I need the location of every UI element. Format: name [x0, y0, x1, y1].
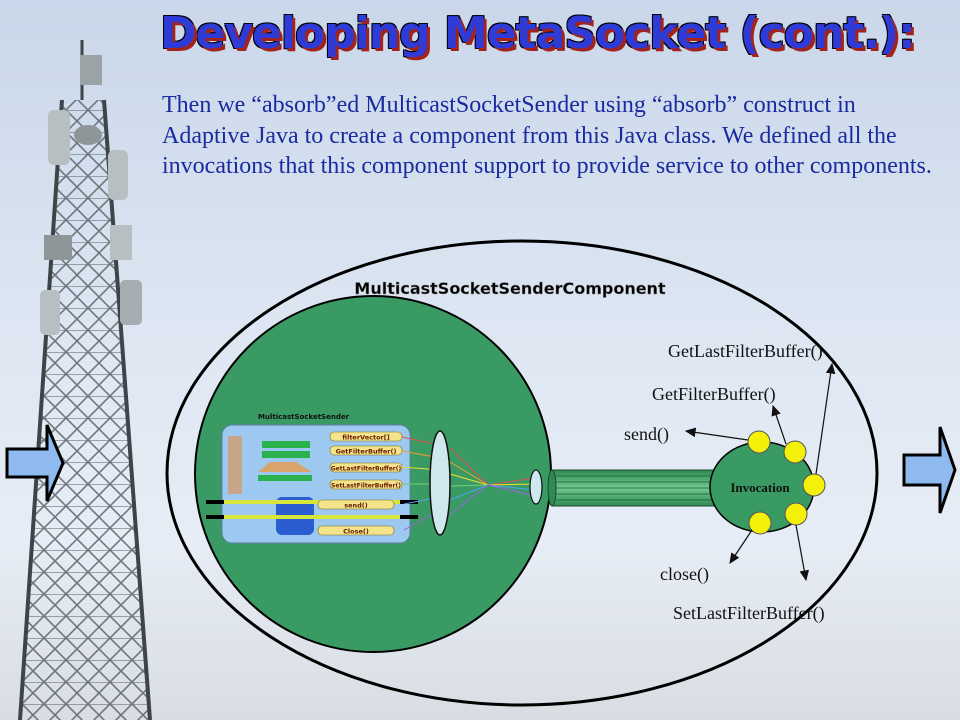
invocation-get-filter-buffer: GetFilterBuffer() — [652, 384, 776, 405]
svg-text:filterVector[]: filterVector[] — [342, 434, 389, 442]
invocation-label: Invocation — [730, 480, 790, 495]
invocation-close: close() — [660, 564, 709, 585]
svg-text:SetLastFilterBuffer(): SetLastFilterBuffer() — [331, 483, 401, 490]
inner-method-1: filterVector[] — [329, 431, 403, 442]
lens-small — [529, 469, 543, 505]
component-boundary — [165, 239, 879, 707]
next-arrow-icon[interactable] — [902, 425, 957, 515]
inner-class-title: MulticastSocketSender — [258, 413, 350, 421]
inner-method-4: SetLastFilterBuffer() — [329, 479, 403, 490]
tower-image — [18, 40, 152, 720]
invocation-arrows — [684, 362, 836, 582]
svg-text:GetLastFilterBuffer(): GetLastFilterBuffer() — [331, 466, 402, 473]
invocation-ports — [747, 430, 826, 535]
method-connector-lines — [401, 436, 536, 531]
lens-large — [429, 430, 451, 536]
svg-text:send(): send() — [344, 502, 368, 510]
inner-method-2: GetFilterBuffer() — [329, 445, 403, 456]
inner-method-5: send() — [317, 499, 395, 510]
inner-method-3: GetLastFilterBuffer() — [329, 462, 403, 473]
invocation-send: send() — [624, 424, 669, 445]
component-title: MulticastSocketSenderComponent — [354, 279, 666, 298]
body-text: Then we “absorb”ed MulticastSocketSender… — [162, 92, 932, 179]
svg-text:GetFilterBuffer(): GetFilterBuffer() — [336, 448, 397, 456]
invocation-get-last-filter-buffer: GetLastFilterBuffer() — [668, 341, 823, 362]
inner-method-6: Close() — [317, 525, 395, 536]
previous-arrow-icon[interactable] — [5, 423, 65, 503]
invocation-set-last-filter-buffer: SetLastFilterBuffer() — [673, 603, 825, 624]
svg-text:Close(): Close() — [343, 528, 369, 536]
connector-tube — [547, 469, 731, 507]
